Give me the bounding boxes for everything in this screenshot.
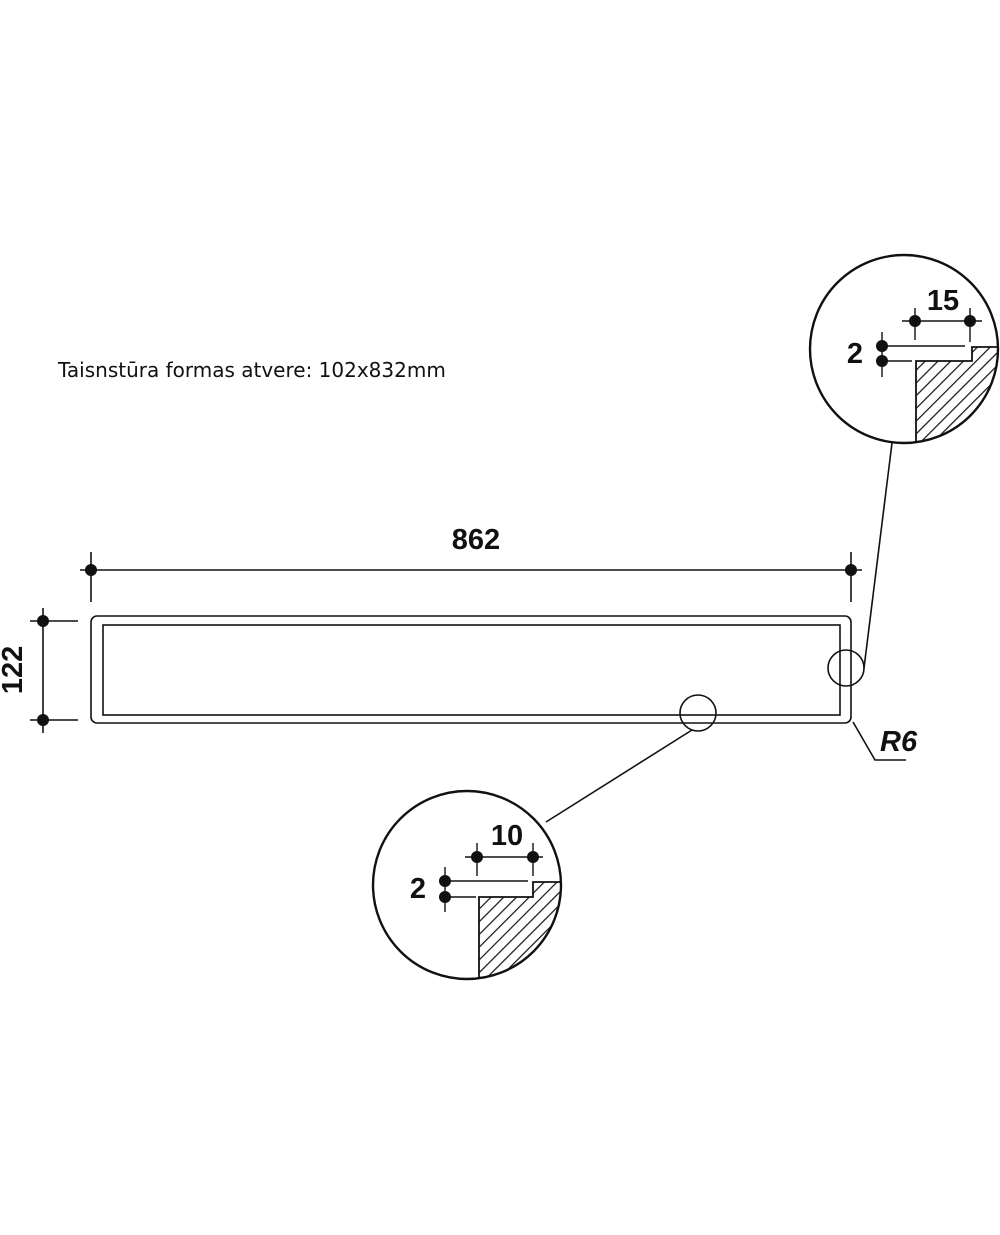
svg-text:15: 15: [927, 285, 959, 317]
inner-opening: [102, 624, 841, 716]
detail-bottom: 10 2: [371, 789, 563, 981]
detail-marker-bottom: [679, 694, 717, 732]
svg-text:2: 2: [410, 873, 426, 905]
radius-label: R6: [880, 726, 918, 758]
svg-text:2: 2: [847, 338, 863, 370]
svg-text:10: 10: [491, 820, 523, 852]
width-dimension: 862: [452, 524, 500, 556]
outer-frame: [90, 615, 852, 724]
caption: Taisnstūra formas atvere: 102x832mm: [58, 358, 446, 382]
height-dimension: 122: [0, 646, 29, 694]
detail-marker-top: [827, 649, 865, 687]
detail-top: 15 2: [808, 253, 1000, 445]
